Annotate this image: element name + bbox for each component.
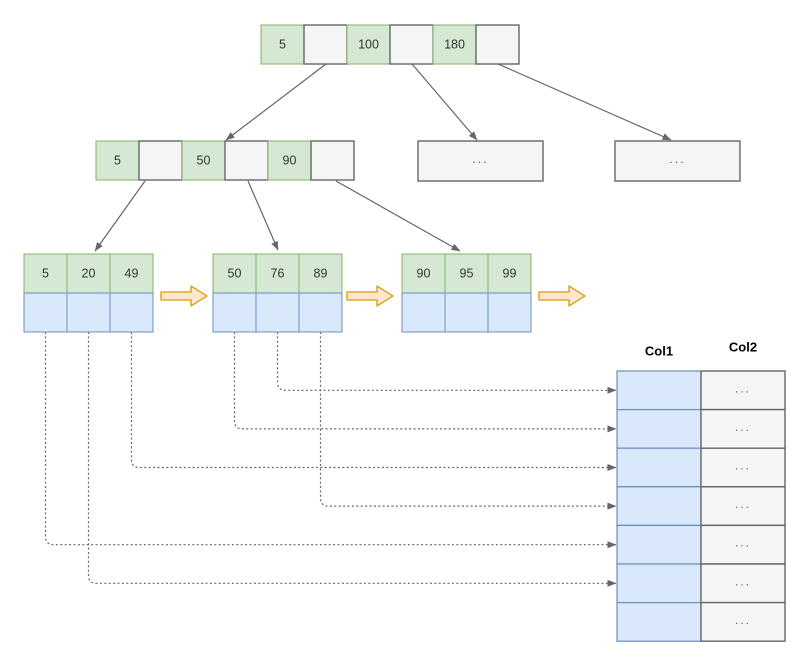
internal-node: 5 50 90 xyxy=(95,140,355,181)
table-data-cell-value: ... xyxy=(735,459,751,473)
ellipsis-node-box xyxy=(614,140,741,182)
row-pointer-edge xyxy=(87,332,617,587)
table-data-cell xyxy=(700,370,786,411)
tree-edge xyxy=(94,180,146,252)
next-leaf-arrow-icon xyxy=(346,285,394,307)
root-pointer-cell xyxy=(475,24,520,65)
table-data-cell-value: ... xyxy=(735,497,751,511)
internal-pointer-cell xyxy=(138,140,183,181)
data-table: ..................... Col1 Col2 xyxy=(616,340,786,642)
table-data-cell xyxy=(700,486,786,527)
row-pointer-edge xyxy=(276,332,617,394)
leaf-key-cell xyxy=(109,253,154,294)
internal-key-cell xyxy=(267,140,312,181)
table-key-cell xyxy=(616,524,702,565)
leaf-key-value: 5 xyxy=(42,267,49,281)
tree-edge xyxy=(411,63,478,141)
leaf-node: 90 95 99 xyxy=(401,253,532,333)
leaf-row-pointer-cell xyxy=(487,292,532,333)
row-pointer-edge xyxy=(319,332,617,510)
tree-edge xyxy=(225,63,327,141)
table-data-cell xyxy=(700,447,786,488)
root-pointer-cell xyxy=(303,24,348,65)
tree-edge xyxy=(247,180,279,251)
ellipsis-node: ... xyxy=(417,140,544,182)
table-data-cell-value: ... xyxy=(735,536,751,550)
leaf-key-cell xyxy=(23,253,68,294)
leaf-key-cell xyxy=(487,253,532,294)
internal-key-cell xyxy=(181,140,226,181)
leaf-key-cell xyxy=(66,253,111,294)
table-key-cell xyxy=(616,486,702,526)
internal-key-cell-value: 5 xyxy=(114,154,121,168)
leaf-key-value: 95 xyxy=(460,267,474,281)
table-data-cell-value: ... xyxy=(735,381,751,395)
leaf-row-pointer-cell xyxy=(298,292,343,333)
leaf-key-value: 50 xyxy=(228,267,242,281)
leaf-node: 50 76 89 xyxy=(212,253,343,333)
root-key-cell xyxy=(260,24,305,65)
leaf-row-pointer-cell xyxy=(401,292,446,333)
leaf-key-value: 49 xyxy=(125,267,139,281)
table-data-cell xyxy=(700,563,786,604)
internal-pointer-cell xyxy=(310,140,355,181)
leaf-row-pointer-cell xyxy=(109,292,154,333)
root-pointer-cell xyxy=(389,24,434,65)
table-key-cell xyxy=(616,409,702,449)
root-key-cell-value: 5 xyxy=(279,38,286,52)
leaf-key-cell xyxy=(401,253,446,294)
leaf-node: 5 20 49 xyxy=(23,253,154,333)
table-key-cell xyxy=(616,447,702,488)
leaf-key-cell xyxy=(255,253,300,294)
next-leaf-arrow-icon xyxy=(160,285,208,307)
leaf-key-cell xyxy=(298,253,343,294)
row-pointer-edge xyxy=(233,332,617,433)
table-data-cell-value: ... xyxy=(735,574,751,588)
internal-key-cell xyxy=(95,140,140,181)
next-leaf-arrow-icon xyxy=(538,285,586,307)
table-key-cell xyxy=(616,563,702,604)
leaf-row-pointer-cell xyxy=(444,292,489,333)
table-data-cell-value: ... xyxy=(735,420,751,434)
internal-key-cell-value: 90 xyxy=(283,154,297,168)
leaf-row-pointer-cell xyxy=(212,292,257,333)
table-key-cell xyxy=(616,370,702,411)
root-key-cell-value: 180 xyxy=(444,38,465,52)
table-key-cell xyxy=(616,601,702,642)
internal-pointer-cell xyxy=(224,140,269,181)
table-data-cell xyxy=(700,408,786,449)
leaf-row-pointer-cell xyxy=(255,292,300,333)
tree-edge xyxy=(335,180,461,252)
leaf-key-value: 89 xyxy=(314,267,328,281)
table-data-cell-value: ... xyxy=(735,613,751,627)
leaf-key-value: 99 xyxy=(503,267,517,281)
ellipsis-node-label: ... xyxy=(472,152,488,166)
internal-key-cell-value: 50 xyxy=(197,154,211,168)
table-header-col2: Col2 xyxy=(729,340,757,355)
leaf-row-pointer-cell xyxy=(66,292,111,333)
row-pointer-edge xyxy=(130,332,617,471)
root-node: 5 100 180 xyxy=(260,24,520,65)
table-header-col1: Col1 xyxy=(645,344,673,359)
ellipsis-node-label: ... xyxy=(669,152,685,166)
leaf-key-value: 20 xyxy=(82,267,96,281)
tree-edge xyxy=(497,63,672,141)
root-key-cell xyxy=(346,24,391,65)
row-pointer-edge xyxy=(44,332,617,549)
ellipsis-node: ... xyxy=(614,140,741,182)
table-data-cell xyxy=(700,601,786,642)
root-key-cell-value: 100 xyxy=(358,38,379,52)
leaf-row-pointer-cell xyxy=(23,292,68,333)
leaf-key-value: 90 xyxy=(417,267,431,281)
leaf-key-value: 76 xyxy=(271,267,285,281)
ellipsis-node-box xyxy=(417,140,544,182)
